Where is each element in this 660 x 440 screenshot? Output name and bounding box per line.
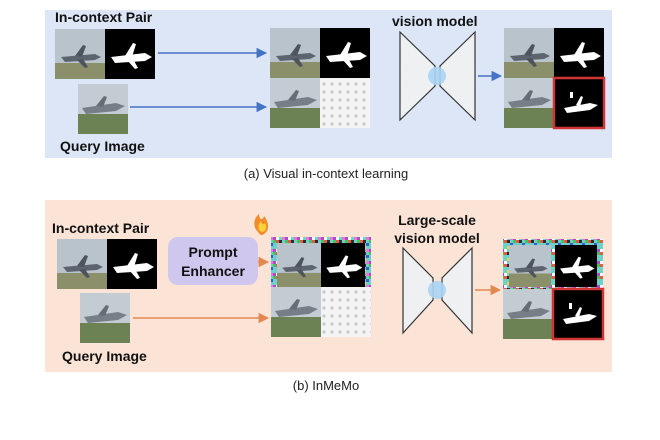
panel-b-model-line1: Large-scale bbox=[398, 212, 476, 228]
snowflake-icon bbox=[428, 281, 446, 299]
panel-a-prediction-border bbox=[552, 76, 606, 130]
panel-a-caption: (a) Visual in-context learning bbox=[244, 166, 409, 181]
panel-a-input-grid bbox=[270, 28, 370, 128]
panel-a-pair-label: In-context Pair bbox=[55, 9, 153, 25]
flame-icon bbox=[254, 214, 269, 236]
panel-a-model-label: vision model bbox=[392, 13, 478, 29]
prompt-enhancer-line1: Prompt bbox=[189, 244, 238, 260]
panel-a-context-image bbox=[55, 29, 105, 79]
panel-b-context-image bbox=[57, 239, 107, 289]
prompt-enhancer: Prompt Enhancer bbox=[168, 237, 258, 285]
panel-b-model-line2: vision model bbox=[394, 230, 480, 246]
panel-b-prediction-border bbox=[551, 287, 605, 341]
panel-b-pair-label: In-context Pair bbox=[52, 220, 150, 236]
panel-b-output-grid bbox=[503, 239, 605, 341]
panel-a-output-grid bbox=[504, 28, 606, 130]
panel-b-caption: (b) InMeMo bbox=[293, 378, 359, 393]
panel-b-vision-model bbox=[402, 246, 473, 335]
panel-b-context-mask bbox=[107, 239, 157, 289]
snowflake-icon bbox=[428, 67, 446, 85]
panel-b-query-label: Query Image bbox=[62, 348, 147, 364]
panel-a-context-mask bbox=[105, 29, 155, 79]
panel-a-query-label: Query Image bbox=[60, 138, 145, 154]
panel-b-input-grid bbox=[271, 237, 371, 337]
panel-a-query-image bbox=[78, 84, 128, 134]
panel-b-query-image bbox=[80, 293, 130, 343]
panel-a-vision-model bbox=[399, 30, 476, 122]
prompt-enhancer-line2: Enhancer bbox=[181, 263, 245, 279]
